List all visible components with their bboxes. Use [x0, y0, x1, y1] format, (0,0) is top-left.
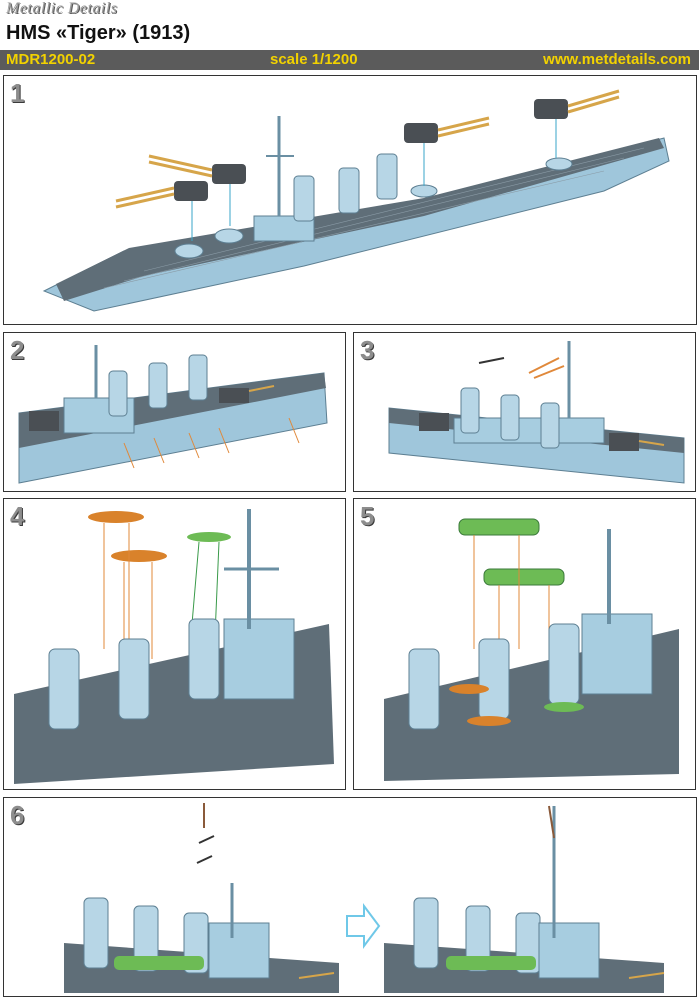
step-panel-1: 1 [3, 75, 697, 325]
green-launch [483, 568, 565, 586]
green-boat [187, 532, 231, 542]
step-number: 6 [10, 800, 25, 830]
green-boat [544, 702, 584, 712]
brand-logo: Metallic Details [6, 0, 118, 17]
info-bar: MDR1200-02 scale 1/1200 www.metdetails.c… [0, 50, 699, 70]
step-panel-3: 3 [353, 332, 696, 492]
step-panel-5: 5 [353, 498, 696, 790]
step-panel-2: 2 [3, 332, 346, 492]
step-3-illustration [388, 341, 685, 484]
step-number: 2 [10, 335, 25, 365]
step-number: 5 [360, 501, 375, 531]
ship-after-view [384, 805, 665, 993]
step-5-illustration [384, 518, 679, 781]
step-4-illustration [14, 509, 334, 784]
copper-boat [467, 716, 511, 726]
turret-a [115, 181, 208, 241]
step-2-illustration [18, 345, 328, 484]
step-number: 4 [10, 501, 25, 531]
turret-y [534, 89, 620, 158]
next-arrow-icon [346, 903, 381, 949]
step-number: 3 [360, 335, 375, 365]
step-6-illustration [64, 803, 665, 993]
green-launch [458, 518, 540, 536]
ship-full-view-illustration [42, 89, 670, 312]
turret-b [148, 154, 246, 226]
scale-label: scale 1/1200 [270, 51, 358, 68]
turret-x [404, 116, 490, 186]
copper-boat [449, 684, 489, 694]
page-title: HMS «Tiger» (1913) [6, 22, 191, 44]
website-link[interactable]: www.metdetails.com [543, 51, 691, 68]
product-code: MDR1200-02 [6, 51, 96, 68]
step-panel-6: 6 [3, 797, 697, 997]
ship-before-view [64, 803, 339, 993]
step-number: 1 [10, 78, 25, 108]
step-panel-4: 4 [3, 498, 346, 790]
copper-boat [111, 550, 167, 562]
copper-boat [88, 511, 144, 523]
